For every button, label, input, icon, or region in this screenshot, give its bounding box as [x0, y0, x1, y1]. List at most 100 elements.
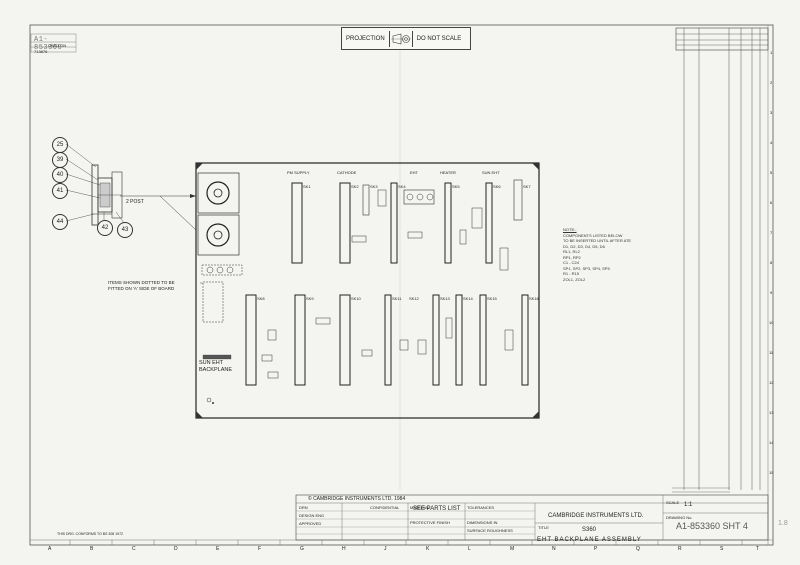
dimensions-label: DIMENSIONS IN — [467, 520, 498, 525]
balloon-41: 41 — [52, 183, 68, 199]
slot-sk7: SK7 — [523, 184, 531, 189]
note-line: D1, D2, D3, D4, D5, D6 — [563, 243, 605, 249]
slot-sk2: SK2 — [351, 184, 359, 189]
grid-number: 11 — [769, 350, 774, 355]
standards-note: THIS DRG. CONFORMS TO BS 308 1972 — [57, 532, 124, 536]
grid-letter: H — [342, 546, 346, 552]
board-label-pm-supply: PM SUPPLY — [287, 170, 310, 175]
grid-number: 6 — [770, 200, 773, 205]
board-caption: SUN EHT BACKPLANE — [199, 360, 233, 373]
note-title: NOTE:- — [563, 227, 577, 232]
grid-letter: D — [174, 546, 178, 552]
note-line: ZOL1, ZOL2 — [563, 276, 586, 282]
company-name: CAMBRIDGE INSTRUMENTS LTD. — [548, 513, 644, 519]
board-label-heater: HEATER — [440, 170, 456, 175]
scale-label: SCALE — [666, 500, 680, 505]
tolerances-label: TOLERANCES — [467, 505, 495, 510]
grid-number: 3 — [770, 110, 773, 115]
slot-sk9: SK9 — [306, 296, 314, 301]
parts-list-reference: SEE PARTS LIST — [413, 506, 461, 512]
bracket-assembly — [65, 143, 197, 231]
copyright-notice: © CAMBRIDGE INSTRUMENTS LTD. 1984 — [308, 496, 406, 502]
slot-sk4: SK4 — [398, 184, 406, 189]
balloon-40: 40 — [52, 167, 68, 183]
slot-sk6: SK6 — [493, 184, 501, 189]
drawing-title: EHT BACKPLANE ASSEMBLY — [537, 537, 642, 543]
slot-sk12: SK12 — [409, 296, 419, 301]
slot-sk14: SK14 — [463, 296, 473, 301]
grid-number: 5 — [770, 170, 773, 175]
balloon-42: 42 — [97, 220, 113, 236]
material-label: MATERIAL — [410, 505, 430, 510]
projection-symbol-icon — [388, 30, 413, 47]
model-number: S360 — [582, 527, 597, 533]
balloon-39: 39 — [52, 152, 68, 168]
grid-number: 14 — [769, 440, 774, 445]
grid-letter: T — [756, 546, 760, 552]
note-line: C1 - C24 — [563, 260, 580, 265]
balloon-44: 44 — [52, 214, 68, 230]
slot-sk3: SK3 — [370, 184, 378, 189]
note-line: RP1, RP2 — [563, 254, 581, 260]
balloon-43: 43 — [117, 222, 133, 238]
grid-letter: E — [216, 546, 220, 552]
surface-roughness-label: SURFACE ROUGHNESS — [467, 528, 513, 533]
slot-sk13: SK13 — [440, 296, 450, 301]
slot-sk10: SK10 — [351, 296, 361, 301]
grid-number: 2 — [770, 80, 773, 85]
grid-ticks — [69, 540, 743, 545]
reference-number: 713876 — [34, 49, 48, 54]
revision-table — [675, 27, 769, 490]
grid-letter: A — [48, 546, 52, 552]
drawing-no-label: DRAWING No. — [666, 515, 693, 520]
grid-letter: C — [132, 546, 136, 552]
grid-number: 1 — [770, 50, 773, 55]
grid-letter: G — [300, 546, 304, 552]
grid-number: 7 — [770, 230, 773, 235]
note-line: TO BE INSERTED UNTIL AFTER ATE — [563, 238, 632, 243]
note-line: RL1, RL2 — [563, 249, 580, 254]
grid-letter: K — [426, 546, 430, 552]
drawing-number: A1-853360 SHT 4 — [676, 521, 748, 531]
projection-box: PROJECTION DO NOT SCALE — [341, 27, 471, 50]
confidential-label: CONFIDENTIAL — [370, 505, 400, 510]
grid-number: 15 — [769, 470, 774, 475]
slot-sk5: SK5 — [452, 184, 460, 189]
grid-letter: J — [384, 546, 387, 552]
grid-number: 10 — [769, 320, 774, 325]
components-note: NOTE:- COMPONENTS LISTED BELOW TO BE INS… — [563, 227, 683, 282]
slot-sk15: SK15 — [487, 296, 497, 301]
scale-value: 1:1 — [684, 502, 693, 508]
do-not-scale-label: DO NOT SCALE — [416, 35, 462, 42]
title-label: TITLE — [538, 525, 549, 530]
note-line: R1 - R15 — [563, 271, 580, 276]
grid-letter: M — [510, 546, 515, 552]
protective-finish-label: PROTECTIVE FINISH — [410, 520, 450, 525]
approved-label: APPROVED — [299, 521, 322, 526]
board-label-cathode: CATHODE — [337, 170, 357, 175]
grid-letter: Q — [636, 546, 640, 552]
grid-number: 12 — [769, 380, 774, 385]
note-line: COMPONENTS LISTED BELOW — [563, 232, 623, 238]
top-drawing-number: A1-853360 — [34, 36, 63, 52]
grid-letter: R — [678, 546, 682, 552]
grid-number: 13 — [769, 410, 774, 415]
sheet-border — [29, 24, 774, 546]
grid-number: 4 — [770, 140, 773, 145]
design-eng-label: DESIGN ENG — [299, 513, 325, 518]
grid-letter: N — [552, 546, 556, 552]
grid-letter: P — [594, 546, 598, 552]
used-on-label: USED ON — [48, 43, 67, 48]
note-line: SP1, SP2, SP3, SP4, SP5 — [563, 265, 610, 271]
drawn-label: DRN — [299, 505, 308, 510]
grid-letter: B — [90, 546, 94, 552]
slot-sk16: SK16 — [529, 296, 539, 301]
items-dotted-note: ITEMS SHOWN DOTTED TO BE FITTED ON 'A' S… — [108, 280, 175, 291]
slot-sk1: SK1 — [303, 184, 311, 189]
grid-number: 9 — [770, 290, 773, 295]
board-label-sun-eht: SUN EHT — [482, 170, 500, 175]
slot-sk11: SK11 — [392, 296, 402, 301]
grid-letter: S — [720, 546, 724, 552]
board-label-eht: EHT — [410, 170, 418, 175]
